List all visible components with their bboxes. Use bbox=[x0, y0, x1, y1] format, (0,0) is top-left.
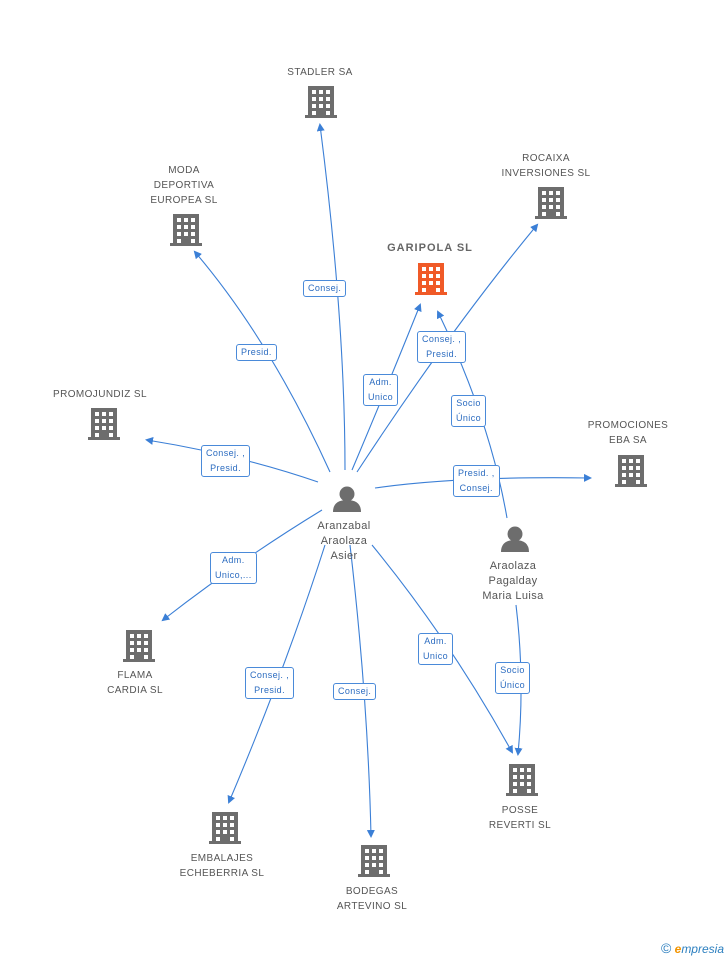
edge-label-promojundiz: Consej. , Presid. bbox=[201, 445, 251, 477]
brand-name: mpresia bbox=[681, 942, 724, 956]
edge-label-posse-a: Adm. Unico bbox=[418, 633, 454, 665]
edge-label-flama: Adm. Unico,... bbox=[210, 552, 257, 584]
company-label-flama[interactable]: FLAMA CARDIA SL bbox=[107, 670, 163, 696]
embalajes-building-icon[interactable] bbox=[209, 812, 241, 844]
empresia-logo: © empresia bbox=[661, 940, 724, 956]
edge-label-moda: Presid. bbox=[236, 344, 277, 361]
edge-label-garipola-b: Socio Único bbox=[451, 395, 487, 427]
company-label-stadler[interactable]: STADLER SA bbox=[287, 67, 353, 78]
edge-label-stadler: Consej. bbox=[303, 280, 347, 297]
company-label-rocaixa[interactable]: ROCAIXA INVERSIONES SL bbox=[501, 153, 591, 179]
aranzabal-person-icon[interactable] bbox=[333, 486, 361, 513]
company-label-bodegas[interactable]: BODEGAS ARTEVINO SL bbox=[336, 886, 408, 912]
company-label-moda[interactable]: MODA DEPORTIVA EUROPEA SL bbox=[150, 165, 218, 206]
stadler-building-icon[interactable] bbox=[305, 86, 337, 118]
moda-building-icon[interactable] bbox=[170, 214, 202, 246]
edge-label-rocaixa: Consej. , Presid. bbox=[417, 331, 467, 363]
company-label-embalajes[interactable]: EMBALAJES ECHEBERRIA SL bbox=[179, 853, 265, 879]
company-label-promociones[interactable]: PROMOCIONES EBA SA bbox=[587, 420, 669, 446]
person-label-araolaza[interactable]: Araolaza Pagalday Maria Luisa bbox=[482, 560, 544, 602]
rocaixa-building-icon[interactable] bbox=[535, 187, 567, 219]
promojundiz-building-icon[interactable] bbox=[88, 408, 120, 440]
edge-label-posse-b: Socio Único bbox=[495, 662, 531, 694]
copyright-symbol: © bbox=[660, 940, 672, 956]
garipola-building-icon[interactable] bbox=[415, 263, 447, 295]
edge-label-embalajes: Consej. , Presid. bbox=[245, 667, 295, 699]
edge-label-promociones: Presid. , Consej. bbox=[453, 465, 500, 497]
edge-label-garipola-a: Adm. Unico bbox=[363, 374, 399, 406]
company-label-promojundiz[interactable]: PROMOJUNDIZ SL bbox=[53, 389, 147, 400]
promociones-building-icon[interactable] bbox=[615, 455, 647, 487]
brand-initial: e bbox=[674, 942, 682, 956]
edge-label-bodegas: Consej. bbox=[333, 683, 377, 700]
flama-building-icon[interactable] bbox=[123, 630, 155, 662]
person-label-aranzabal[interactable]: Aranzabal Araolaza Asier bbox=[317, 520, 371, 562]
araolaza-person-icon[interactable] bbox=[501, 526, 529, 553]
posse-building-icon[interactable] bbox=[506, 764, 538, 796]
bodegas-building-icon[interactable] bbox=[358, 845, 390, 877]
focus-company-label[interactable]: GARIPOLA SL bbox=[387, 242, 473, 254]
company-label-posse[interactable]: POSSE REVERTI SL bbox=[488, 805, 552, 831]
edge-line-stadler bbox=[316, 123, 346, 471]
